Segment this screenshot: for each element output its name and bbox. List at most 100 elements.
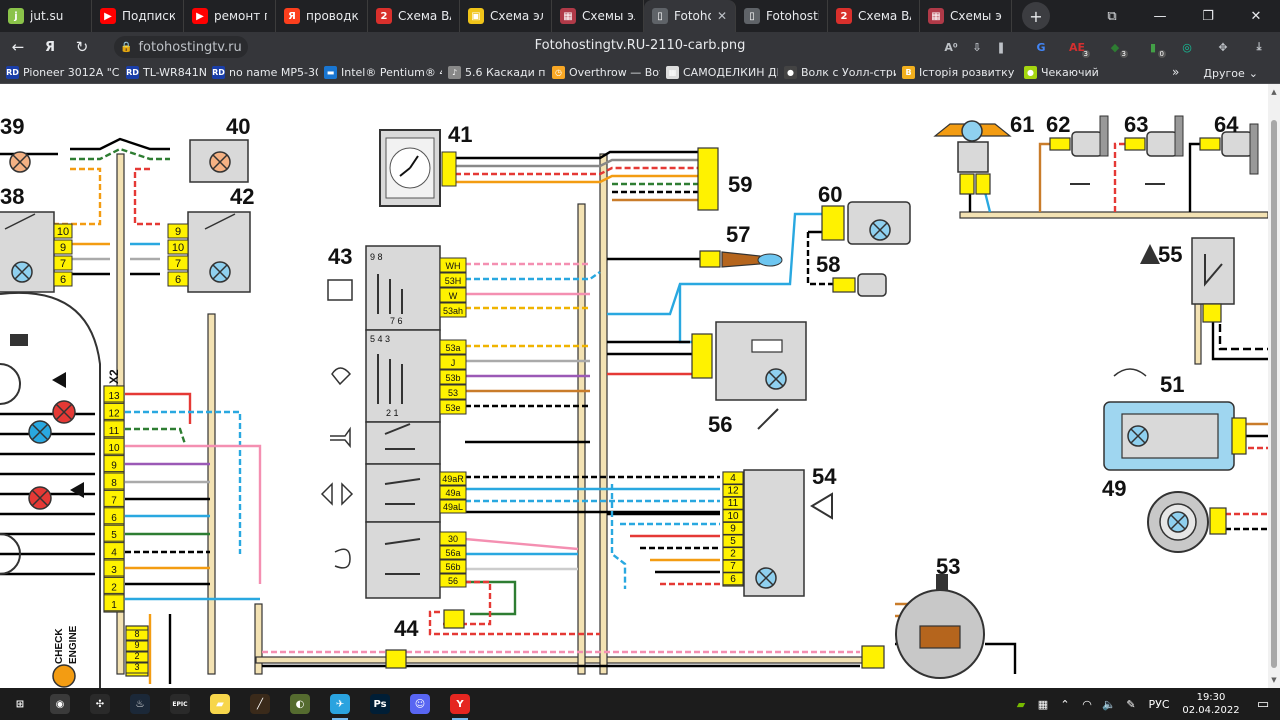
grammarly-icon[interactable]: ◎ [1182, 40, 1192, 54]
clock[interactable]: 19:30 02.04.2022 [1176, 691, 1246, 717]
label-60: 60 [818, 182, 842, 207]
pin-box [53, 223, 73, 239]
notifications-icon[interactable]: ▭ [1256, 696, 1270, 712]
bookmark-item[interactable]: ▬ Intel® Pentium® 4 [318, 66, 442, 79]
bookmarks-more-button[interactable]: » [1172, 65, 1180, 79]
bookmark-icon[interactable]: ❚ [996, 40, 1006, 54]
bookmark-item[interactable]: B Історія розвитку е [896, 66, 1018, 79]
tab-label: jut.su [30, 9, 64, 23]
scrollbar-thumb[interactable] [1271, 120, 1277, 668]
restore-button[interactable]: ❐ [1202, 8, 1214, 24]
network-app-icon[interactable]: ✣ [80, 688, 120, 720]
bookmark-item[interactable]: ◷ Overthrow — Boys [546, 66, 660, 79]
tab-1[interactable]: ▶ Подписки [92, 0, 184, 32]
close-window-button[interactable]: ✕ [1250, 8, 1262, 24]
vpn-icon[interactable]: ▮0 [1149, 40, 1166, 58]
tab-label: Fotohosting [766, 9, 819, 23]
chevron-up-icon[interactable]: ⌃ [1060, 697, 1070, 711]
scrollbar[interactable]: ▲ ▼ [1268, 84, 1280, 688]
bookmark-item[interactable]: ▦ САМОДЕЛКИН ДР [660, 66, 778, 79]
system-tray: ▰ ▦ ⌃ ◠ 🔈 ✎ РУС 19:30 02.04.2022 ▭ [1010, 688, 1280, 720]
label-58: 58 [816, 252, 840, 277]
new-tab-button[interactable]: + [1022, 2, 1050, 30]
pin-label: 7 [730, 561, 736, 572]
downloads-arrow-icon[interactable]: ⤓ [1256, 40, 1262, 53]
pin-label: 53a [445, 343, 460, 353]
other-bookmarks[interactable]: Другое ⌄ [1203, 66, 1258, 80]
download-icon[interactable]: ⇩ [972, 40, 982, 54]
shield-icon[interactable]: ◆3 [1110, 40, 1128, 58]
puzzle-icon[interactable]: ✥ [1218, 40, 1228, 54]
google-translate-icon[interactable]: G [1036, 40, 1046, 54]
pin-label: 8 [111, 478, 117, 489]
tab-7[interactable]: ▯ Fotohost ✕ [644, 0, 736, 32]
bookmark-item[interactable]: ● Чекаючий м [1018, 66, 1098, 79]
pin-label: 5 [111, 530, 117, 541]
scroll-down-icon[interactable]: ▼ [1271, 676, 1277, 684]
lock-icon: 🔒 [120, 41, 133, 53]
tab-10[interactable]: ▦ Схемы э [920, 0, 1012, 32]
tab-5[interactable]: ▣ Схема элек [460, 0, 552, 32]
tab-8[interactable]: ▯ Fotohosting [736, 0, 828, 32]
telegram-icon[interactable]: ✈ [320, 688, 360, 720]
wires [0, 137, 1268, 684]
connector-harness-bottom [385, 649, 407, 669]
tab-4[interactable]: 2 Схема ВАЗ [368, 0, 460, 32]
check-engine-text-2: ENGINE [68, 625, 79, 664]
epic-games-icon[interactable]: EPIC [160, 688, 200, 720]
pin-box [103, 455, 125, 473]
reload-button[interactable]: ↻ [75, 38, 89, 56]
bookmark-item[interactable]: ● Волк с Уолл-стрит [778, 66, 896, 79]
pin-box [439, 384, 467, 400]
pen-icon[interactable]: ╱ [240, 688, 280, 720]
yandex-button[interactable]: Я [44, 39, 55, 55]
bookmark-item[interactable]: ♪ 5.6 Каскади попер [442, 66, 546, 79]
yandex-browser-icon[interactable]: Y [440, 688, 480, 720]
tab-search-icon[interactable]: ⧉ [1107, 8, 1117, 24]
tab-0[interactable]: j jut.su [0, 0, 92, 32]
label-53: 53 [936, 554, 960, 579]
bookmark-item[interactable]: RD Pioneer 3012A "Ch [0, 66, 120, 79]
bookmark-label: no name MP5-302 [229, 66, 318, 79]
address-bar[interactable]: 🔒 fotohostingtv.ru [114, 36, 248, 58]
lamp-63 [1124, 115, 1184, 185]
clock-time: 19:30 [1196, 692, 1226, 703]
gauge-outline [0, 533, 21, 575]
wifi-icon[interactable]: ◠ [1082, 697, 1092, 711]
tab-6[interactable]: ▦ Схемы эле [552, 0, 644, 32]
steam-icon[interactable]: ♨ [120, 688, 160, 720]
windows-start-icon[interactable]: ⊞ [0, 688, 40, 720]
pin-label: 10 [172, 242, 184, 254]
tray-app-icon[interactable]: ▦ [1037, 697, 1049, 711]
pin-label: 56b [445, 562, 460, 572]
volume-icon[interactable]: 🔈 [1102, 697, 1116, 711]
pin-box [103, 507, 125, 525]
language-indicator[interactable]: РУС [1148, 697, 1170, 711]
tab-9[interactable]: 2 Схема ВАЗ [828, 0, 920, 32]
close-icon[interactable]: ✕ [716, 9, 727, 23]
tab-3[interactable]: Я проводка [276, 0, 368, 32]
gpu-app-icon[interactable]: ◐ [280, 688, 320, 720]
obs-icon[interactable]: ◉ [40, 688, 80, 720]
lamp-60 [821, 201, 911, 245]
bookmark-item[interactable]: RD no name MP5-302 [206, 66, 318, 79]
photoshop-icon[interactable]: Ps [360, 688, 400, 720]
tab-2[interactable]: ▶ ремонт пр [184, 0, 276, 32]
pin-box [722, 471, 744, 485]
bookmark-item[interactable]: RD TL-WR841N [120, 66, 206, 79]
sticky-notes-icon[interactable]: ▰ [200, 688, 240, 720]
tab-label: Подписки [122, 9, 175, 23]
scroll-up-icon[interactable]: ▲ [1271, 88, 1277, 96]
translate-icon[interactable]: A⁰ [944, 40, 958, 54]
pen-tray-icon[interactable]: ✎ [1126, 697, 1136, 711]
discord-icon[interactable]: ☺ [400, 688, 440, 720]
address-text: fotohostingtv.ru [138, 39, 242, 55]
connector-44 [443, 609, 465, 629]
connector-53 [861, 645, 885, 669]
minimize-button[interactable]: — [1153, 8, 1167, 24]
back-button[interactable]: ← [11, 38, 25, 56]
nvidia-icon[interactable]: ▰ [1016, 697, 1026, 711]
